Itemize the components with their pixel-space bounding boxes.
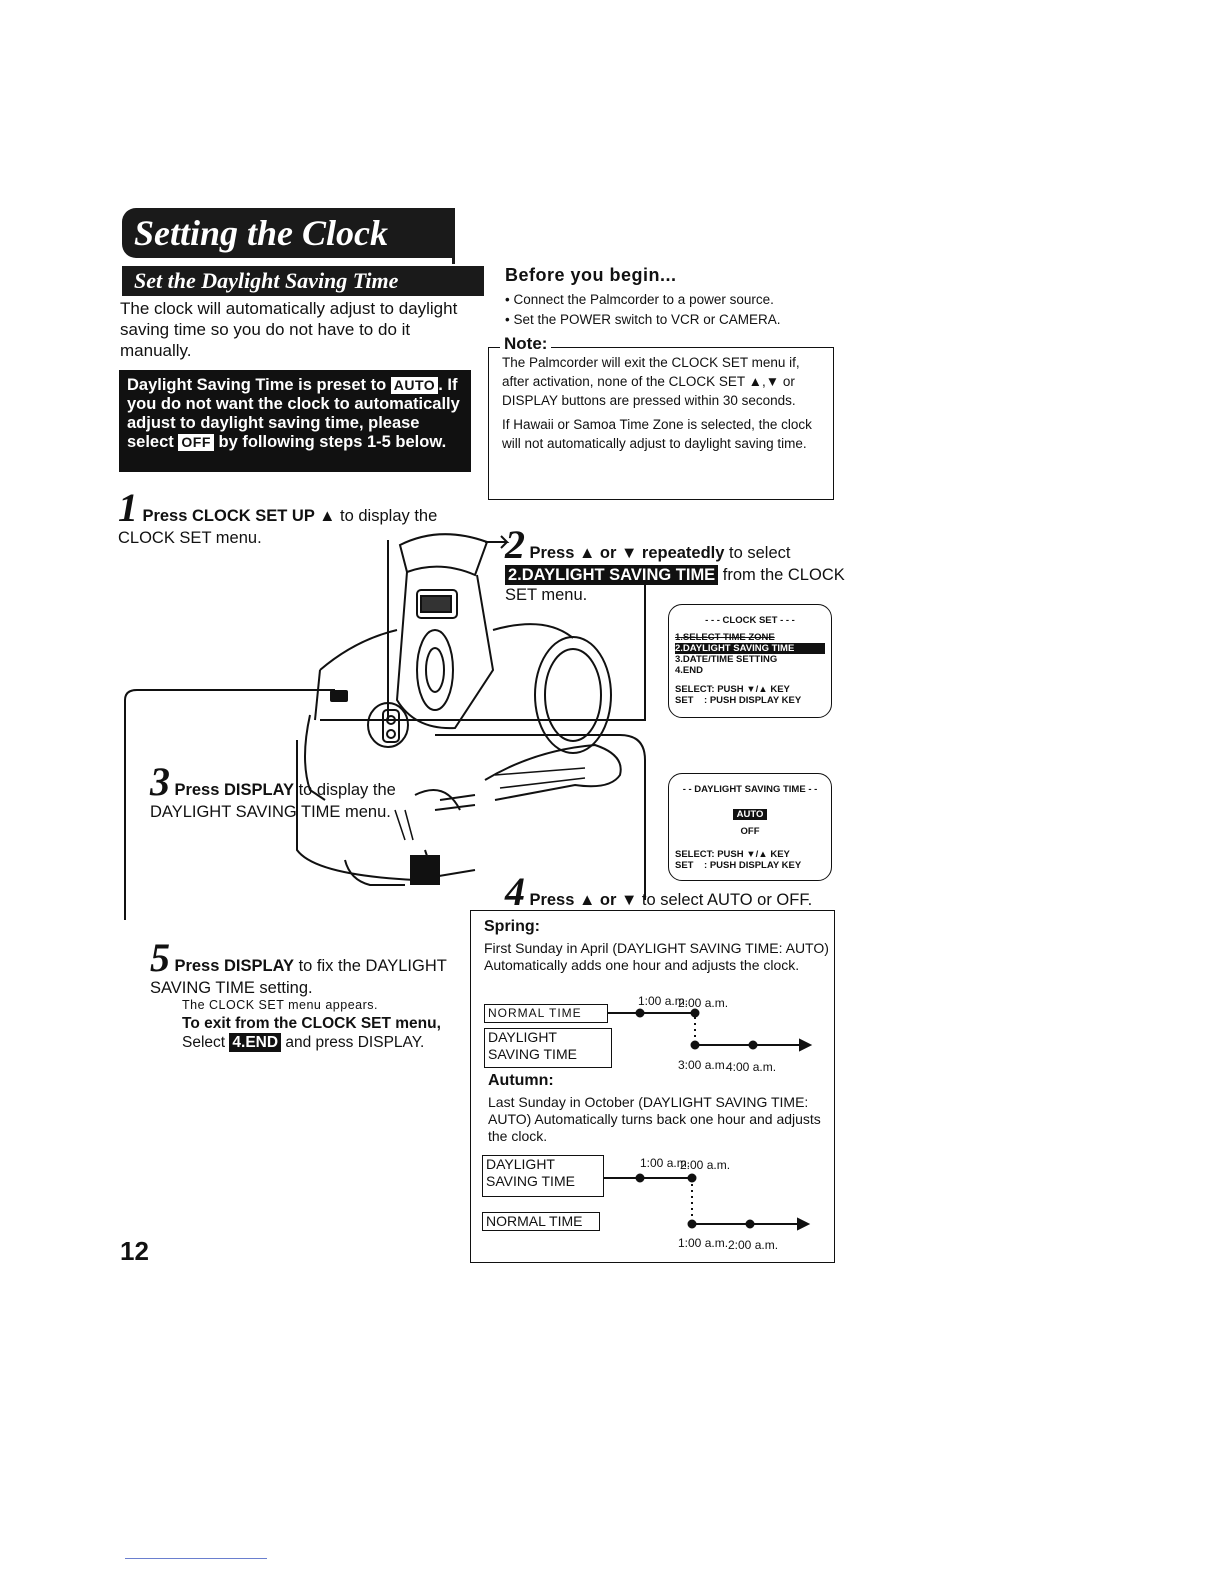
clock-set-screen: - - - CLOCK SET - - - 1.SELECT TIME ZONE… xyxy=(668,604,832,718)
note-label: Note: xyxy=(500,334,552,354)
step-5-number: 5 xyxy=(150,935,170,980)
step-1-bold: Press CLOCK SET UP ▲ xyxy=(142,507,336,525)
spring-heading: Spring: xyxy=(484,918,540,935)
step-1-text: to display the CLOCK SET menu. xyxy=(118,507,438,547)
preset-text-1: Daylight Saving Time is preset to xyxy=(127,376,387,394)
exit-text-2: and press DISPLAY. xyxy=(281,1034,425,1051)
step-4: 4 Press ▲ or ▼ to select AUTO or OFF. xyxy=(505,872,845,912)
step-4-number: 4 xyxy=(505,869,525,914)
step-4-text: to select AUTO or OFF. xyxy=(637,891,813,909)
note-paragraph-2: If Hawaii or Samoa Time Zone is selected… xyxy=(502,417,812,451)
autumn-timeline xyxy=(604,1173,811,1231)
daylight-saving-screen: - - DAYLIGHT SAVING TIME - - AUTO OFF SE… xyxy=(668,773,832,881)
autumn-heading: Autumn: xyxy=(488,1072,554,1089)
before-item: • Connect the Palmcorder to a power sour… xyxy=(505,292,774,307)
step-3-text: to display the DAYLIGHT SAVING TIME menu… xyxy=(150,781,396,821)
autumn-time-3: 1:00 a.m. xyxy=(678,1236,729,1250)
step-5: 5 Press DISPLAY to fix the DAYLIGHT SAVI… xyxy=(150,938,455,1052)
autumn-time-2: 2:00 a.m. xyxy=(680,1158,731,1172)
auto-option: AUTO xyxy=(732,809,768,820)
spring-text: First Sunday in April (DAYLIGHT SAVING T… xyxy=(484,940,829,973)
menu-item: 3.DATE/TIME SETTING xyxy=(675,654,778,665)
daylight-time-box: DAYLIGHT SAVING TIME xyxy=(482,1155,604,1197)
off-option: OFF xyxy=(740,826,760,837)
step-5-bold: Press DISPLAY xyxy=(174,957,294,975)
spring-time-4: 4:00 a.m. xyxy=(726,1060,777,1074)
daylight-label: DAYLIGHT xyxy=(488,1029,557,1045)
page-number: 12 xyxy=(120,1236,149,1266)
step-3-number: 3 xyxy=(150,759,170,804)
footer-divider xyxy=(125,1558,267,1559)
exit-text: Select xyxy=(182,1034,230,1051)
autumn-time-4: 2:00 a.m. xyxy=(728,1238,779,1252)
page-title: Setting the Clock xyxy=(122,208,455,264)
intro-text: The clock will automatically adjust to d… xyxy=(120,299,458,360)
step-2-text-2: from the CLOCK SET menu. xyxy=(505,566,845,604)
select-hint: SELECT: PUSH ▼/▲ KEY xyxy=(675,684,790,695)
menu-item-selected: 2.DAYLIGHT SAVING TIME xyxy=(675,643,825,654)
normal-time-box: NORMAL TIME xyxy=(484,1004,608,1023)
off-badge: OFF xyxy=(178,434,214,451)
preset-text-3: by following steps 1-5 below. xyxy=(218,433,447,451)
select-hint: SELECT: PUSH ▼/▲ KEY xyxy=(675,849,790,860)
spring-autumn-box xyxy=(470,910,835,1263)
auto-badge: AUTO xyxy=(390,377,439,394)
menu-item: 4.END xyxy=(675,665,703,676)
autumn-time-1: 1:00 a.m. xyxy=(640,1156,691,1170)
set-hint: SET : PUSH DISPLAY KEY xyxy=(675,860,802,871)
spring-timeline xyxy=(608,1008,813,1052)
daylight-label: DAYLIGHT xyxy=(486,1156,555,1172)
step-2-text: to select xyxy=(724,544,791,562)
step-3-bold: Press DISPLAY xyxy=(174,781,294,799)
menu-appears-text: The CLOCK SET menu appears. xyxy=(182,998,378,1012)
note-paragraph-1: The Palmcorder will exit the CLOCK SET m… xyxy=(502,355,800,408)
step-1-number: 1 xyxy=(118,485,138,530)
section-subtitle: Set the Daylight Saving Time xyxy=(122,266,484,296)
clock-set-screen-title: - - - CLOCK SET - - - xyxy=(705,615,795,626)
step-2-number: 2 xyxy=(505,522,525,567)
set-hint: SET : PUSH DISPLAY KEY xyxy=(675,695,802,706)
before-item: • Set the POWER switch to VCR or CAMERA. xyxy=(505,312,781,327)
step-1: 1 Press CLOCK SET UP ▲ to display the CL… xyxy=(118,488,448,548)
note-box xyxy=(488,347,834,500)
end-menu-item: 4.END xyxy=(229,1033,282,1052)
exit-bold: To exit from the CLOCK SET menu, xyxy=(182,1015,441,1032)
saving-time-label: SAVING TIME xyxy=(488,1046,577,1062)
spring-time-3: 3:00 a.m. xyxy=(678,1058,729,1072)
note-text: The Palmcorder will exit the CLOCK SET m… xyxy=(502,353,828,453)
step-2-bold: Press ▲ or ▼ repeatedly xyxy=(529,544,725,562)
spring-time-2: 2:00 a.m. xyxy=(678,996,729,1010)
step-2: 2 Press ▲ or ▼ repeatedly to select 2.DA… xyxy=(505,525,845,605)
autumn-text: Last Sunday in October (DAYLIGHT SAVING … xyxy=(488,1094,821,1144)
daylight-saving-screen-title: - - DAYLIGHT SAVING TIME - - xyxy=(682,784,818,795)
normal-time-box: NORMAL TIME xyxy=(482,1212,600,1231)
daylight-saving-menu-item: 2.DAYLIGHT SAVING TIME xyxy=(505,565,719,585)
camcorder-illustration xyxy=(124,533,646,920)
step-4-bold: Press ▲ or ▼ xyxy=(529,891,638,909)
preset-text-2: . If you do not want the clock to automa… xyxy=(127,376,460,451)
daylight-time-box: DAYLIGHT SAVING TIME xyxy=(484,1028,612,1068)
before-title: Before you begin... xyxy=(505,265,677,285)
step-5-text: to fix the DAYLIGHT SAVING TIME setting. xyxy=(150,957,447,997)
preset-notice: Daylight Saving Time is preset to AUTO. … xyxy=(119,370,471,472)
spring-time-1: 1:00 a.m. xyxy=(638,994,689,1008)
before-list: • Connect the Palmcorder to a power sour… xyxy=(505,290,845,330)
step-3: 3 Press DISPLAY to display the DAYLIGHT … xyxy=(150,762,450,822)
menu-item: 1.SELECT TIME ZONE xyxy=(675,632,775,643)
saving-time-label: SAVING TIME xyxy=(486,1173,575,1189)
